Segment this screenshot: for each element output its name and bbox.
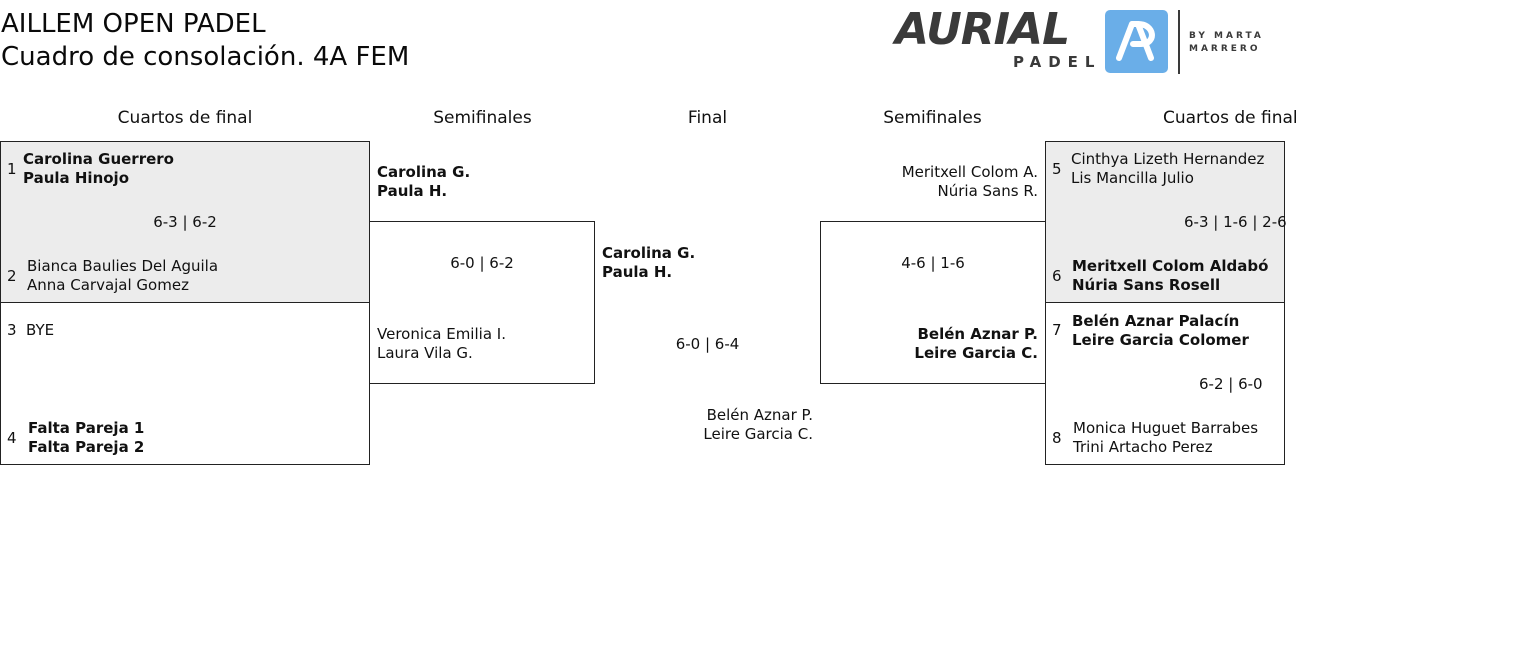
player-name: Lis Mancilla Julio [1071,169,1194,187]
logo-sub: PADEL [1013,53,1102,71]
logo-by-line2: MARRERO [1189,44,1261,54]
player-name: Laura Vila G. [377,344,473,362]
match-score: 6-3 | 6-2 [153,213,217,231]
player-name: Carolina G. [602,244,696,262]
round-header-left-sf: Semifinales [433,108,532,128]
match-score: 4-6 | 1-6 [901,254,965,272]
player-name: Leire Garcia Colomer [1072,331,1249,349]
player-name: BYE [26,321,55,339]
right-qf-match-1[interactable] [1045,141,1285,303]
player-name: Monica Huguet Barrabes [1073,419,1259,437]
player-name: Núria Sans R. [937,182,1038,200]
player-name: Bianca Baulies Del Aguila [27,257,219,275]
round-header-right-sf: Semifinales [883,108,982,128]
seed-number: 4 [7,429,17,447]
seed-number: 3 [7,321,17,339]
ap-monogram-icon [1105,10,1168,73]
player-name: Carolina Guerrero [23,150,174,168]
player-name: Cinthya Lizeth Hernandez [1071,150,1265,168]
player-name: Paula H. [602,263,673,281]
right-qf-match-2[interactable] [1045,302,1285,465]
seed-number: 6 [1052,267,1062,285]
aurial-logo: AURIAL PADEL BY MARTA MARRERO [895,8,1280,76]
player-name: Veronica Emilia I. [377,325,506,343]
logo-word: AURIAL [895,4,1070,55]
player-name: Leire Garcia C. [703,425,813,443]
final-score: 6-0 | 6-4 [675,335,740,353]
player-name: Belén Aznar P. [917,325,1038,343]
player-name: Núria Sans Rosell [1072,276,1221,294]
player-name: Paula Hinojo [23,169,130,187]
logo-by-line1: BY MARTA [1189,31,1264,41]
seed-number: 8 [1052,429,1062,447]
match-score: 6-2 | 6-0 [1199,375,1263,393]
player-name: Paula H. [377,182,448,200]
left-sf-match[interactable] [369,221,595,384]
match-score: 6-3 | 1-6 | 2-6 [1184,213,1287,231]
round-header-left-qf: Cuartos de final [117,108,253,128]
left-qf-match-1[interactable] [0,141,370,303]
player-name: Belén Aznar P. [706,406,813,424]
player-name: Meritxell Colom Aldabó [1072,257,1269,275]
seed-number: 2 [7,267,17,285]
tournament-title: AILLEM OPEN PADEL [1,9,266,39]
player-name: Belén Aznar Palacín [1072,312,1240,330]
player-name: Anna Carvajal Gomez [27,276,189,294]
seed-number: 1 [7,160,17,178]
player-name: Carolina G. [377,163,471,181]
match-score: 6-0 | 6-2 [450,254,514,272]
player-name: Leire Garcia C. [914,344,1038,362]
round-header-right-qf: Cuartos de final [1163,108,1298,128]
seed-number: 5 [1052,160,1062,178]
logo-separator [1178,10,1180,74]
bracket-title: Cuadro de consolación. 4A FEM [1,42,410,72]
player-name: Falta Pareja 1 [28,419,145,437]
round-header-final: Final [687,108,728,128]
player-name: Falta Pareja 2 [28,438,145,456]
player-name: Trini Artacho Perez [1073,438,1213,456]
seed-number: 7 [1052,321,1062,339]
player-name: Meritxell Colom A. [901,163,1038,181]
